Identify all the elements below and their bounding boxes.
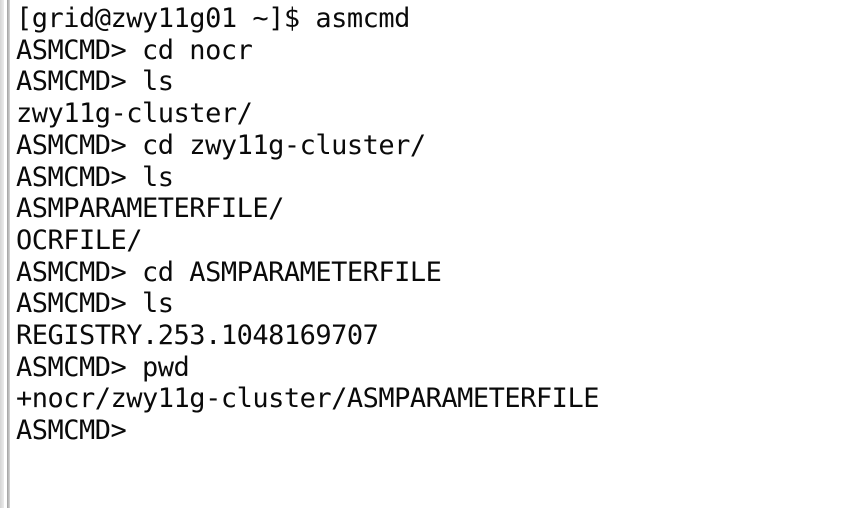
terminal-line: ASMPARAMETERFILE/ [16,193,284,225]
terminal-line: +nocr/zwy11g-cluster/ASMPARAMETERFILE [16,383,599,415]
window-left-border [7,0,10,508]
terminal-line: ASMCMD> [16,415,127,447]
terminal-line: ASMCMD> pwd [16,351,190,383]
terminal-line: REGISTRY.253.1048169707 [16,320,379,352]
terminal-line: ASMCMD> cd zwy11g-cluster/ [16,129,426,161]
terminal-line: [grid@zwy11g01 ~]$ asmcmd [16,3,410,34]
left-scrollbar-track[interactable] [0,0,4,508]
terminal-line: ASMCMD> cd ASMPARAMETERFILE [16,256,442,288]
terminal-line: ASMCMD> ls [16,66,174,98]
terminal-line: ASMCMD> ls [16,288,174,320]
terminal-line: zwy11g-cluster/ [16,98,253,130]
terminal-line: ASMCMD> cd nocr [16,34,253,66]
terminal-line: ASMCMD> ls [16,161,174,193]
terminal-line: OCRFILE/ [16,224,143,256]
